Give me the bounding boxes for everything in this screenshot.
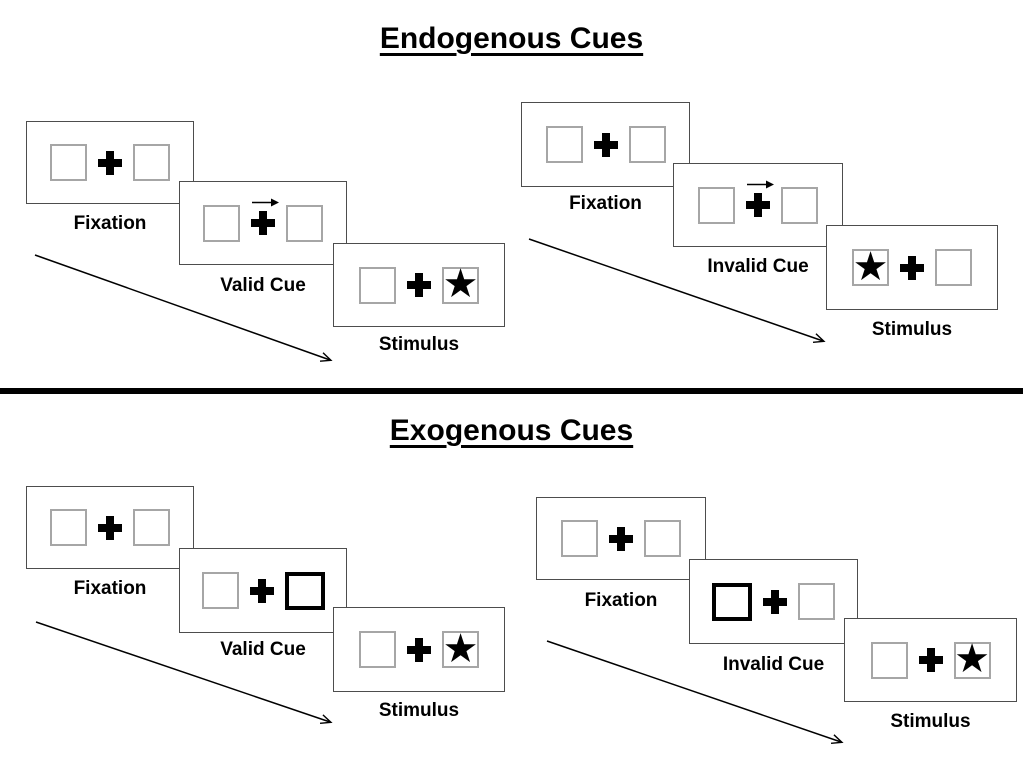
endogenous-invalid-timeline-arrow: [528, 238, 826, 343]
fixation-cross-wrap: [251, 198, 279, 235]
left-box: [870, 641, 908, 679]
left-box-highlight-cue: [712, 582, 752, 621]
panel-label: Invalid Cue: [722, 654, 825, 675]
fixation-cross-icon: [746, 193, 770, 217]
panel-label: Stimulus: [378, 700, 460, 721]
fixation-cross-icon: [593, 132, 618, 157]
fixation-cross-wrap: [593, 132, 618, 157]
exogenous-valid-cue-panel: [179, 548, 347, 633]
panel-label: Fixation: [569, 193, 642, 214]
right-box: [644, 520, 681, 557]
left-box: [50, 144, 87, 181]
panel-label: Fixation: [73, 213, 147, 234]
star-icon: ★: [954, 636, 990, 682]
panel-label: Stimulus: [378, 334, 460, 355]
left-box-with-target: ★: [852, 243, 889, 290]
fixation-cross-icon: [407, 273, 431, 297]
fixation-cross-wrap: [746, 180, 774, 217]
fixation-cross-icon: [98, 515, 122, 540]
right-arrow-icon: [252, 198, 279, 207]
fixation-cross-icon: [249, 578, 274, 603]
fixation-cross-icon: [900, 255, 924, 280]
left-box: [545, 126, 583, 163]
left-box: [698, 186, 735, 224]
right-box: [133, 144, 170, 181]
left-box: [203, 204, 240, 242]
panel-label: Valid Cue: [220, 639, 306, 660]
fixation-cross-wrap: [609, 526, 633, 551]
endogenous-valid-fixation-panel: [26, 121, 194, 204]
right-box: [781, 186, 818, 224]
fixation-cross-wrap: [763, 589, 787, 614]
fixation-cross-wrap: [98, 150, 122, 175]
star-icon: ★: [852, 243, 889, 290]
right-arrow-icon: [747, 180, 774, 189]
exogenous-valid-fixation-panel: [26, 486, 194, 569]
fixation-cross-wrap: [407, 637, 431, 662]
right-box: [935, 249, 972, 286]
left-box: [359, 266, 396, 304]
right-box: [628, 126, 666, 163]
left-box: [201, 572, 239, 609]
exogenous-valid-timeline-arrow: [35, 621, 333, 725]
fixation-cross-icon: [407, 637, 431, 662]
panel-label: Fixation: [73, 578, 147, 599]
panel-label: Valid Cue: [220, 275, 306, 296]
left-box: [561, 520, 598, 557]
panel-label: Stimulus: [871, 319, 953, 340]
endogenous-invalid-cue-panel: [673, 163, 843, 247]
left-box: [359, 631, 396, 668]
left-box: [50, 509, 87, 546]
fixation-cross-wrap: [249, 578, 274, 603]
endogenous-valid-stimulus-panel: ★: [333, 243, 505, 327]
right-box: [286, 204, 323, 242]
exogenous-invalid-cue-panel: [689, 559, 858, 644]
right-box: [133, 509, 170, 546]
exogenous-valid-stimulus-panel: ★: [333, 607, 505, 692]
exogenous-invalid-stimulus-panel: ★: [844, 618, 1017, 702]
fixation-cross-icon: [251, 211, 275, 235]
exogenous-section-title: Exogenous Cues: [389, 414, 634, 447]
fixation-cross-wrap: [407, 273, 431, 297]
star-icon: ★: [442, 261, 479, 307]
exogenous-invalid-fixation-panel: [536, 497, 706, 580]
star-icon: ★: [442, 625, 479, 672]
right-box: [798, 583, 835, 620]
fixation-cross-icon: [918, 648, 943, 672]
endogenous-invalid-stimulus-panel: ★: [826, 225, 998, 310]
panel-label: Fixation: [584, 590, 658, 611]
right-box-with-target: ★: [442, 625, 479, 672]
right-box-highlight-cue: [284, 571, 325, 610]
fixation-cross-icon: [763, 589, 787, 614]
endogenous-valid-cue-panel: [179, 181, 347, 265]
panel-label: Invalid Cue: [707, 256, 809, 277]
fixation-cross-icon: [609, 526, 633, 551]
right-box-with-target: ★: [442, 261, 479, 307]
fixation-cross-wrap: [918, 648, 943, 672]
endogenous-section-title: Endogenous Cues: [379, 22, 644, 55]
fixation-cross-wrap: [98, 515, 122, 540]
fixation-cross-wrap: [900, 255, 924, 280]
section-divider: [0, 388, 1023, 394]
right-box-with-target: ★: [953, 636, 991, 682]
panel-label: Stimulus: [890, 711, 971, 732]
endogenous-invalid-fixation-panel: [521, 102, 690, 187]
fixation-cross-icon: [98, 150, 122, 175]
endogenous-valid-timeline-arrow: [34, 254, 333, 362]
